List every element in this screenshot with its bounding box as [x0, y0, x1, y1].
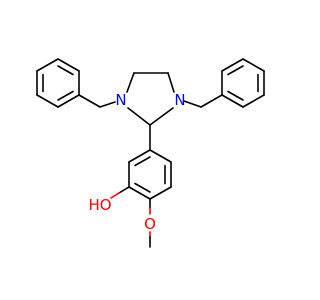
methoxy-oxygen-label: O	[144, 215, 156, 233]
molecule-structure: N N HO O	[36, 58, 265, 248]
left-benzyl-bond	[78, 94, 101, 108]
methoxyphenol-ring	[128, 149, 172, 200]
hydroxyl-label: HO	[88, 196, 111, 214]
right-benzyl-group	[183, 58, 265, 108]
imidazolidine-ring	[126, 72, 175, 126]
right-ch2-n-bond	[183, 100, 202, 108]
left-benzyl-group	[36, 58, 116, 108]
left-ch2-n-bond	[99, 101, 116, 108]
nitrogen-3-label: N	[174, 91, 185, 109]
nitrogen-1-label: N	[115, 91, 126, 109]
right-benzyl-bond	[200, 94, 223, 108]
hydroxyl-bond	[110, 186, 130, 199]
left-phenyl-ring	[36, 58, 80, 108]
right-phenyl-ring	[221, 58, 265, 108]
